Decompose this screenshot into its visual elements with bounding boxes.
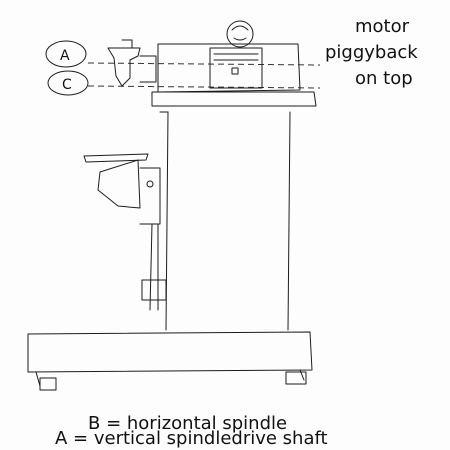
foot-right: [285, 371, 307, 385]
foot-left: [39, 377, 57, 391]
centerline-c: [87, 85, 321, 89]
legend-b: B = horizontal spindle: [88, 413, 288, 434]
gearbox-knob: [231, 67, 239, 75]
spindle-cap: [121, 39, 133, 49]
feed-clamp: [141, 279, 167, 301]
centerline-a: [87, 62, 321, 66]
circle-c-outline: [47, 70, 89, 96]
feed-knob: [146, 180, 154, 188]
gearbox-lines: [213, 53, 259, 61]
circle-a-outline: [45, 40, 87, 68]
note-motor: motor: [355, 16, 410, 37]
gearbox: [209, 47, 263, 89]
motor: [226, 20, 254, 48]
feed-rod: [149, 223, 159, 311]
spindle-head: [107, 47, 141, 87]
circle-a-letter: A: [60, 48, 70, 64]
base: [27, 331, 313, 373]
motor-detail: [231, 25, 249, 41]
note-on-top: on top: [355, 68, 413, 89]
coupling: [139, 55, 157, 83]
top-housing: [157, 43, 301, 93]
column: [165, 111, 291, 331]
feed-head: [97, 159, 141, 209]
note-piggyback: piggyback: [325, 42, 418, 63]
feed-slide: [139, 167, 161, 225]
legend-a: A = vertical spindledrive shaft: [55, 428, 328, 449]
base-legs: [35, 369, 305, 387]
feed-arm: [83, 153, 149, 163]
circle-c-letter: C: [62, 77, 72, 93]
table-top: [151, 91, 317, 107]
